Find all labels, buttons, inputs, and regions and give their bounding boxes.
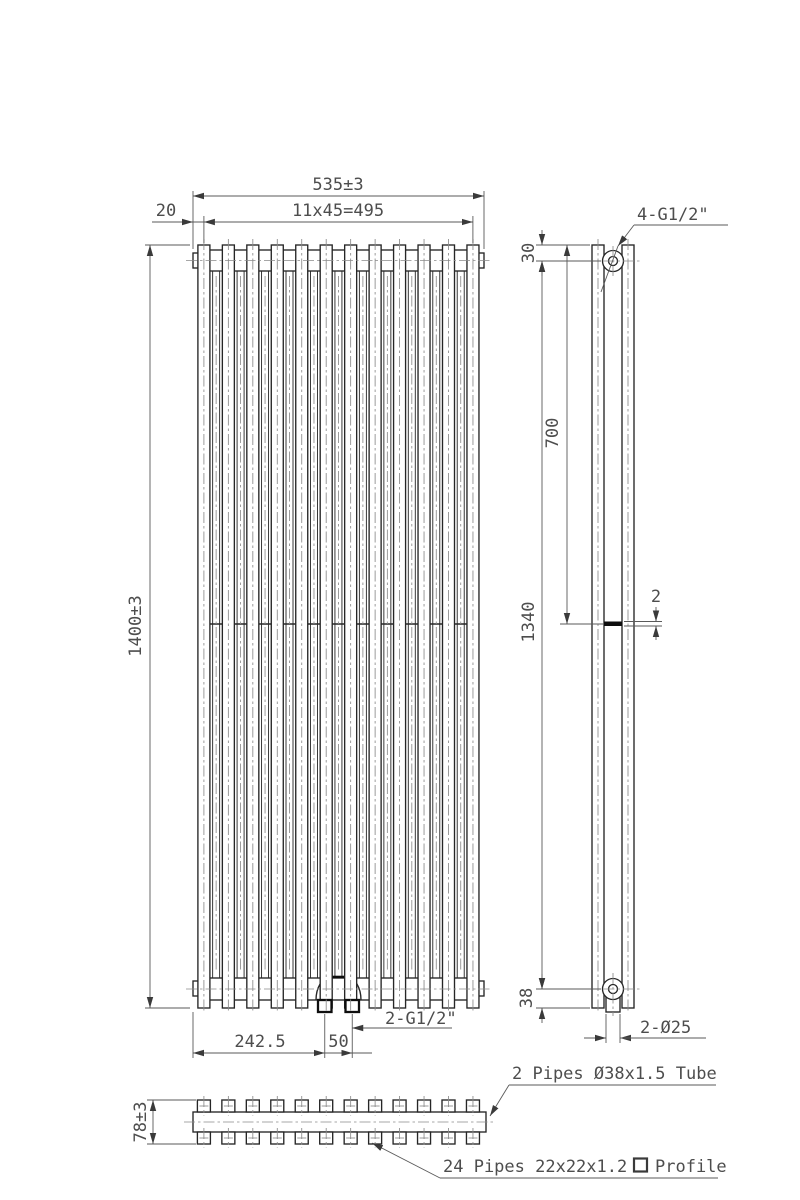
dim-tube-pitch: 11x45=495: [292, 201, 384, 221]
dim-bracket-thickness: 2: [651, 587, 661, 607]
dim-top-port-offset: 30: [519, 243, 539, 263]
bottom-port-right: [344, 998, 361, 1014]
front-centerlines: [203, 239, 474, 1013]
label-top-ports: 4-G1/2": [637, 205, 709, 225]
front-view: [186, 239, 490, 1014]
dim-total-height: 1400±3: [126, 595, 146, 656]
bottom-port-left: [316, 998, 333, 1014]
dim-port-offset: 242.5: [234, 1032, 285, 1052]
dim-edge-margin: 20: [156, 201, 176, 221]
front-tubes: [197, 244, 480, 1009]
label-collector-tubes: 2 Pipes Ø38x1.5 Tube: [512, 1064, 717, 1084]
square-profile-icon: [632, 1157, 649, 1173]
side-view-dimensions: 30 700 1340 38 2 4-G1/2" 2-Ø25: [517, 205, 728, 1043]
label-bottom-ports: 2-G1/2": [385, 1009, 457, 1029]
dim-port-spacing: 50: [328, 1032, 348, 1052]
section-view-dimensions: 78±3 2 Pipes Ø38x1.5 Tube 24 Pipes 22x22…: [131, 1064, 727, 1179]
dim-depth: 78±3: [131, 1102, 151, 1143]
dim-bracket-upper: 700: [543, 418, 563, 449]
dim-bottom-port-offset: 38: [517, 988, 537, 1008]
label-profile-suffix: Profile: [655, 1157, 727, 1177]
front-view-dimensions: 535±3 20 11x45=495 1400±3 242.5 50 2-G1/…: [126, 175, 485, 1058]
dim-port-span: 1340: [519, 602, 539, 643]
section-pipe-centerlines: [199, 1096, 478, 1148]
side-wall-bracket: [604, 621, 622, 626]
dim-total-width: 535±3: [312, 175, 363, 195]
section-view: [184, 1096, 494, 1148]
label-bottom-bosses: 2-Ø25: [640, 1018, 691, 1038]
label-profile-pipes: 24 Pipes 22x22x1.2: [443, 1157, 627, 1177]
side-view: [584, 239, 642, 1016]
